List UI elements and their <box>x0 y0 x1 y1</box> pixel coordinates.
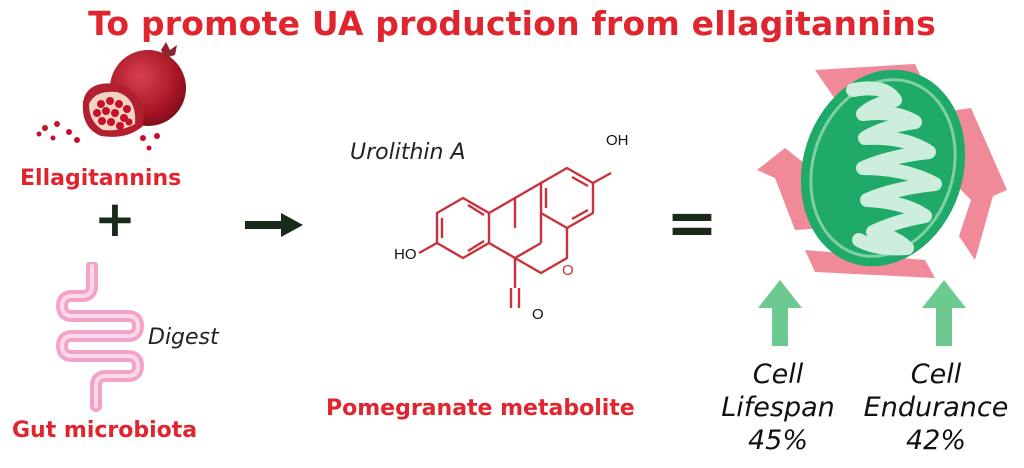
outcome-lifespan: Cell Lifespan 45% <box>708 358 848 457</box>
urolithin-a-structure <box>418 166 612 308</box>
ring-oxygen-label: O <box>562 262 574 279</box>
mitochondrion-recycle-icon <box>757 64 1007 278</box>
ellagitannins-label: Ellagitannins <box>20 166 182 191</box>
outcome-value: 45% <box>747 425 808 456</box>
outcome-line2: Endurance <box>863 392 1009 423</box>
equals-sign: = <box>666 186 718 259</box>
outcome-line1: Cell <box>752 359 804 390</box>
outcome-value: 42% <box>905 425 966 456</box>
molecule-name: Urolithin A <box>350 140 466 165</box>
up-arrow-icon <box>758 280 802 346</box>
outcome-endurance: Cell Endurance 42% <box>854 358 1018 457</box>
ho-group-label: HO <box>394 246 417 263</box>
oh-group-label: OH <box>606 132 629 149</box>
page-title: To promote UA production from ellagitann… <box>88 4 936 43</box>
carbonyl-oxygen-label: O <box>532 306 544 323</box>
up-arrow-icon <box>922 280 966 346</box>
outcome-line2: Lifespan <box>721 392 835 423</box>
digest-label: Digest <box>148 325 219 350</box>
pomegranate-icon <box>36 42 186 151</box>
gut-microbiota-label: Gut microbiota <box>12 418 198 443</box>
plus-sign: + <box>94 190 136 248</box>
molecule-caption: Pomegranate metabolite <box>326 396 635 421</box>
intestine-icon <box>56 262 144 412</box>
right-arrow-icon <box>245 213 303 237</box>
outcome-line1: Cell <box>910 359 962 390</box>
